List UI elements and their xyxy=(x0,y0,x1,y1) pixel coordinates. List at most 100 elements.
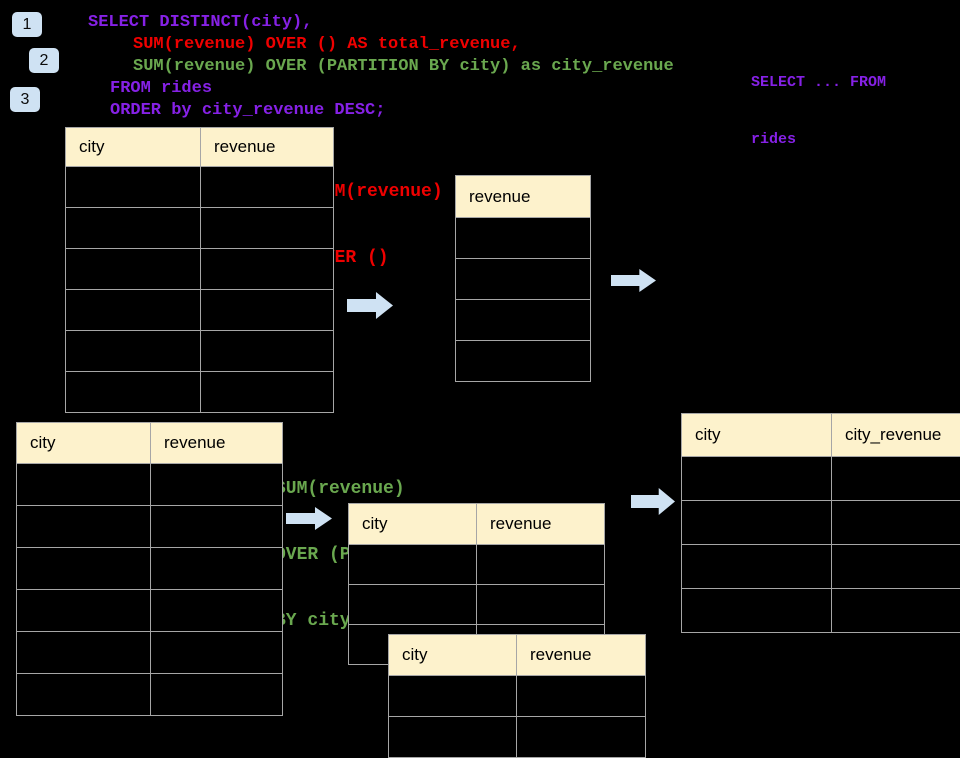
table-cell xyxy=(66,249,201,290)
table-cell xyxy=(201,331,334,372)
table-row xyxy=(456,218,591,259)
table-cell xyxy=(66,167,201,208)
table-cell xyxy=(66,208,201,249)
table-cell xyxy=(832,501,960,545)
step-badge-2: 2 xyxy=(29,48,59,73)
table-row xyxy=(682,589,960,633)
table-cell xyxy=(682,457,832,501)
table-row xyxy=(66,331,334,372)
side-note-line-2: rides xyxy=(751,130,886,149)
table-row xyxy=(17,506,283,548)
table-cell xyxy=(17,464,151,506)
table-cell xyxy=(456,341,591,382)
table-cell xyxy=(151,506,283,548)
table-cell xyxy=(17,590,151,632)
table-cell xyxy=(151,590,283,632)
table-cell xyxy=(66,372,201,413)
table-cell xyxy=(682,545,832,589)
table-row xyxy=(66,249,334,290)
table-cell xyxy=(832,545,960,589)
column-header-city: city xyxy=(17,423,151,464)
table-cell xyxy=(201,372,334,413)
table-cell xyxy=(151,464,283,506)
table-row xyxy=(17,674,283,716)
right-arrow-icon xyxy=(347,292,393,319)
table-cell xyxy=(682,501,832,545)
table-row xyxy=(682,457,960,501)
table-cell xyxy=(151,548,283,590)
table-row xyxy=(349,585,605,625)
sql-line-order-by: ORDER by city_revenue DESC; xyxy=(110,101,385,121)
step-badge-3: 3 xyxy=(10,87,40,112)
table-row xyxy=(17,464,283,506)
table-cell xyxy=(201,208,334,249)
sql-line-from: FROM rides xyxy=(110,79,212,99)
annotation-partition-line-1: SUM(revenue) xyxy=(275,478,437,500)
column-header-city: city xyxy=(349,504,477,545)
column-header-revenue: revenue xyxy=(456,176,591,218)
sql-line-sum-partition: SUM(revenue) OVER (PARTITION BY city) as… xyxy=(133,57,674,77)
column-header-revenue: revenue xyxy=(477,504,605,545)
right-arrow-icon xyxy=(611,269,656,292)
table-cell xyxy=(832,589,960,633)
table-cell xyxy=(201,290,334,331)
table-cell xyxy=(389,676,517,717)
column-header-city: city xyxy=(389,635,517,676)
table-cell xyxy=(201,249,334,290)
table-cell xyxy=(17,548,151,590)
table-header-row: city city_revenue xyxy=(682,414,960,457)
table-row xyxy=(389,676,646,717)
table-row xyxy=(17,548,283,590)
table-row xyxy=(66,372,334,413)
table-row xyxy=(682,545,960,589)
table-cell xyxy=(517,717,646,758)
sql-window-function-slide: { "palette": { "background": "#000000", … xyxy=(0,0,960,720)
result-table: city city_revenue xyxy=(681,413,960,633)
table-row xyxy=(66,167,334,208)
sql-line-sum-over-all: SUM(revenue) OVER () AS total_revenue, xyxy=(133,35,521,55)
table-row xyxy=(17,632,283,674)
column-header-revenue: revenue xyxy=(201,128,334,167)
table-cell xyxy=(456,259,591,300)
sql-line-select: SELECT DISTINCT(city), xyxy=(88,13,312,33)
table-header-row: revenue xyxy=(456,176,591,218)
table-cell xyxy=(456,300,591,341)
table-cell xyxy=(349,545,477,585)
table-header-row: city revenue xyxy=(349,504,605,545)
side-note-select-from: SELECT ... FROM rides xyxy=(751,35,886,168)
table-cell xyxy=(17,632,151,674)
table-cell xyxy=(349,585,477,625)
table-row xyxy=(456,300,591,341)
table-cell xyxy=(477,585,605,625)
column-header-revenue: revenue xyxy=(151,423,283,464)
table-cell xyxy=(389,717,517,758)
partition-table-front: city revenue xyxy=(388,634,646,758)
column-header-city: city xyxy=(66,128,201,167)
table-cell xyxy=(201,167,334,208)
table-cell xyxy=(682,589,832,633)
table-cell xyxy=(517,676,646,717)
table-cell xyxy=(17,674,151,716)
table-cell xyxy=(17,506,151,548)
table-cell xyxy=(151,674,283,716)
table-cell xyxy=(66,290,201,331)
table-header-row: city revenue xyxy=(389,635,646,676)
column-header-city: city xyxy=(682,414,832,457)
side-note-line-1: SELECT ... FROM xyxy=(751,73,886,92)
column-header-revenue: revenue xyxy=(517,635,646,676)
table-cell xyxy=(151,632,283,674)
table-row xyxy=(66,290,334,331)
table-row xyxy=(17,590,283,632)
column-header-city-revenue: city_revenue xyxy=(832,414,960,457)
table-cell xyxy=(66,331,201,372)
table-header-row: city revenue xyxy=(17,423,283,464)
table-cell xyxy=(477,545,605,585)
source-table-top: city revenue xyxy=(65,127,334,413)
step-badge-1: 1 xyxy=(12,12,42,37)
table-row xyxy=(456,341,591,382)
table-row xyxy=(456,259,591,300)
revenue-only-table: revenue xyxy=(455,175,591,382)
table-row xyxy=(682,501,960,545)
table-cell xyxy=(456,218,591,259)
table-header-row: city revenue xyxy=(66,128,334,167)
